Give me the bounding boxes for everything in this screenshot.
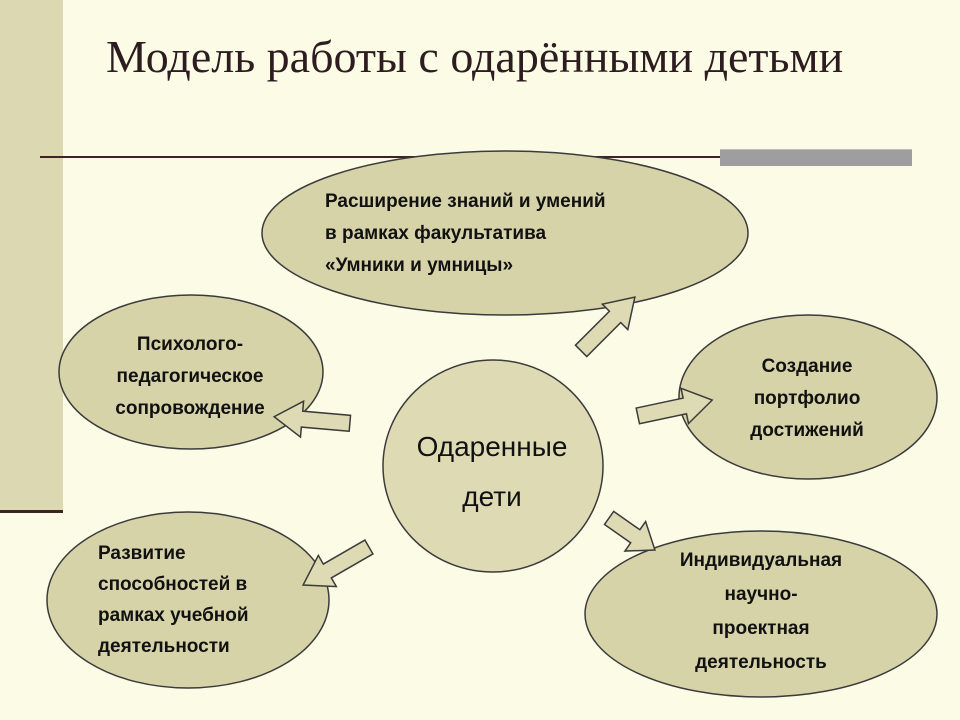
node-bottom-left-ellipse [46,511,330,689]
arrow-to-bottom-right [603,510,656,552]
node-right-label: Создание портфолио достижений [750,356,864,441]
center-label: Одаренные дети [416,431,568,512]
left-band-underline [0,510,63,513]
node-left-ellipse [58,294,324,450]
title-divider [40,156,720,158]
node-top-ellipse [261,150,749,316]
node-top-label: Расширение знаний и умений в рамках факу… [325,191,606,276]
slide-title: Модель работы с одарёнными детьми [106,31,844,82]
left-accent-band [0,0,63,510]
node-bottom-right-ellipse [584,530,938,698]
node-bottom-left-label: Развитие способностей в рамках учебной д… [98,543,249,657]
arrow-to-left [272,399,352,439]
arrow-to-top [574,296,636,358]
arrow-to-bottom-left [301,539,374,588]
arrow-to-right [635,387,714,426]
node-left-label: Психолого- педагогическое сопровождение [115,334,265,419]
node-bottom-right-label: Индивидуальная научно- проектная деятель… [679,550,843,673]
title-accent-bar [720,149,912,166]
center-circle [382,359,604,573]
node-right-ellipse [678,314,938,480]
